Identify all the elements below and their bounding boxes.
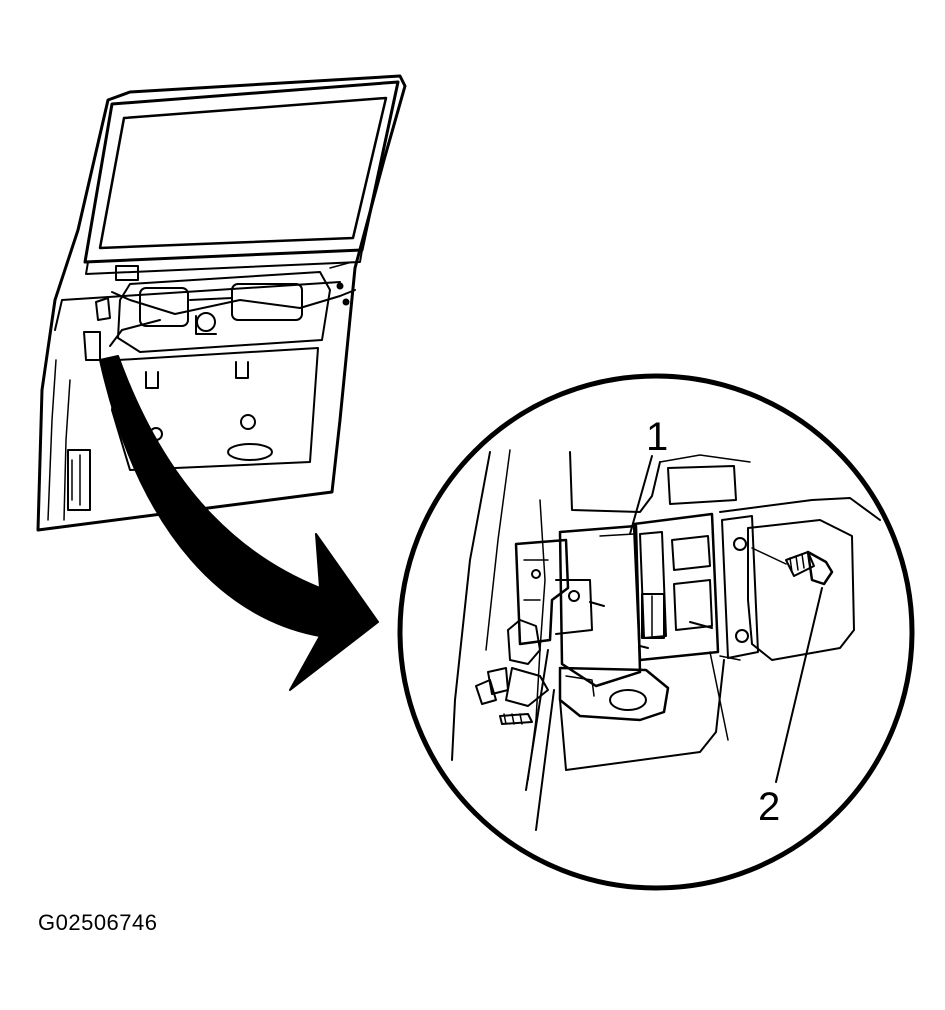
callout-2: 2 [758, 785, 780, 829]
figure-id: G02506746 [38, 910, 158, 935]
callout-1: 1 [646, 415, 668, 459]
door-overview [36, 74, 407, 532]
zoom-arrow [99, 355, 379, 691]
detail-view: 1 2 [397, 373, 915, 891]
detail-circle [397, 373, 915, 891]
